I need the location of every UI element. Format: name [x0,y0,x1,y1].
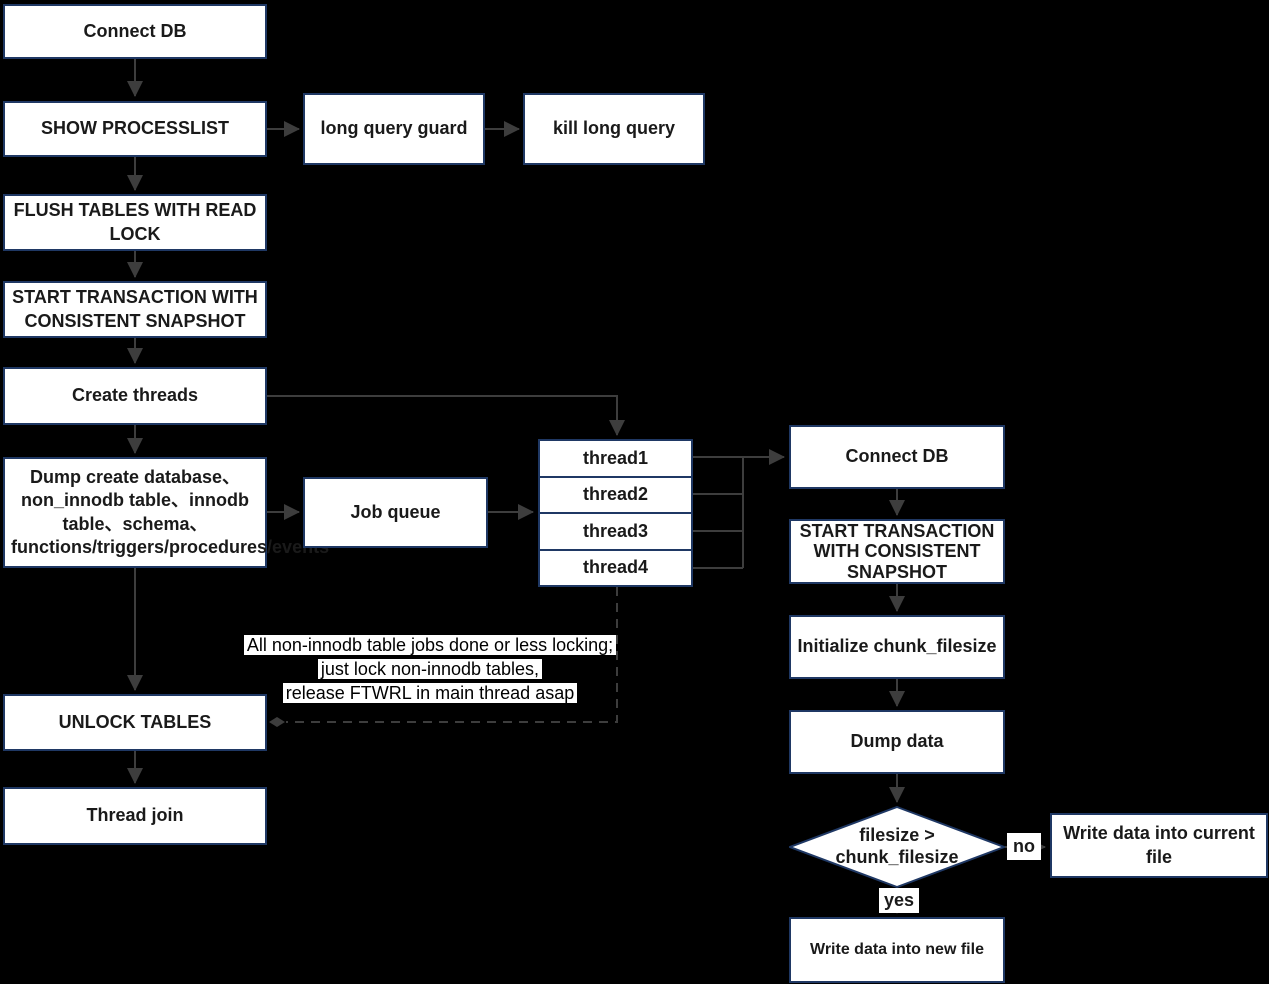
node-label: FLUSH TABLES WITH READ LOCK [13,200,257,244]
ftwrl-annotation: All non-innodb table jobs done or less l… [242,633,618,705]
connector [267,395,625,436]
annotation-line: just lock non-innodb tables, [242,657,618,681]
node-label: Dump create database、non_innodb table、in… [11,467,330,557]
node-thread1: thread1 [540,441,691,478]
node-filesize-decision: filesize > chunk_filesize [789,806,1005,888]
node-label: START TRANSACTION WITH CONSISTENT SNAPSH… [799,521,995,582]
node-label: Job queue [350,501,441,522]
node-label: Create threads [71,385,199,406]
node-thread-join: Thread join [3,787,267,845]
node-label: kill long query [552,118,676,139]
node-label: UNLOCK TABLES [58,711,212,732]
node-label: SHOW PROCESSLIST [40,118,229,139]
diamond-arrowhead [269,717,285,727]
node-label: thread2 [582,484,649,505]
node-long-query-guard: long query guard [303,93,485,165]
thread-pool-stack: thread1 thread2 thread3 thread4 [538,439,693,587]
node-label: Connect DB [845,446,949,467]
node-initialize-chunk-filesize: Initialize chunk_filesize [789,615,1005,679]
node-label: Write data into current file [1063,823,1255,867]
node-thread2: thread2 [540,478,691,514]
node-label: thread3 [582,520,649,541]
node-label: long query guard [320,118,468,139]
node-connect-db-thread: Connect DB [789,425,1005,489]
node-thread4: thread4 [540,551,691,586]
node-dump-create-objects: Dump create database、non_innodb table、in… [3,457,330,568]
node-label: thread1 [582,447,649,468]
node-write-current-file: Write data into current file [1050,813,1268,878]
node-thread3: thread3 [540,514,691,551]
node-show-processlist: SHOW PROCESSLIST [3,101,267,157]
node-label: Connect DB [83,20,187,41]
node-start-transaction-thread: START TRANSACTION WITH CONSISTENT SNAPSH… [789,519,1005,584]
node-connect-db-main: Connect DB [3,4,267,59]
node-label: Write data into new file [810,940,984,958]
node-kill-long-query: kill long query [523,93,705,165]
edge-label-no: no [1007,833,1041,860]
node-dump-data: Dump data [789,710,1005,774]
node-start-transaction-main: START TRANSACTION WITH CONSISTENT SNAPSH… [3,281,267,338]
node-job-queue: Job queue [303,477,488,548]
edge-label-yes: yes [879,888,919,913]
node-unlock-tables: UNLOCK TABLES [3,694,267,751]
annotation-line: release FTWRL in main thread asap [242,681,618,705]
node-label: filesize > chunk_filesize [835,825,959,867]
node-label: Initialize chunk_filesize [797,636,997,657]
node-label: Thread join [86,805,184,826]
node-label: thread4 [582,557,649,578]
node-create-threads: Create threads [3,367,267,425]
annotation-line: All non-innodb table jobs done or less l… [242,633,618,657]
node-label: START TRANSACTION WITH CONSISTENT SNAPSH… [12,287,258,331]
decision-diamond-shape [789,806,1005,888]
node-label: Dump data [850,731,944,752]
node-flush-tables-read-lock: FLUSH TABLES WITH READ LOCK [3,194,267,251]
node-write-new-file: Write data into new file [789,917,1005,983]
